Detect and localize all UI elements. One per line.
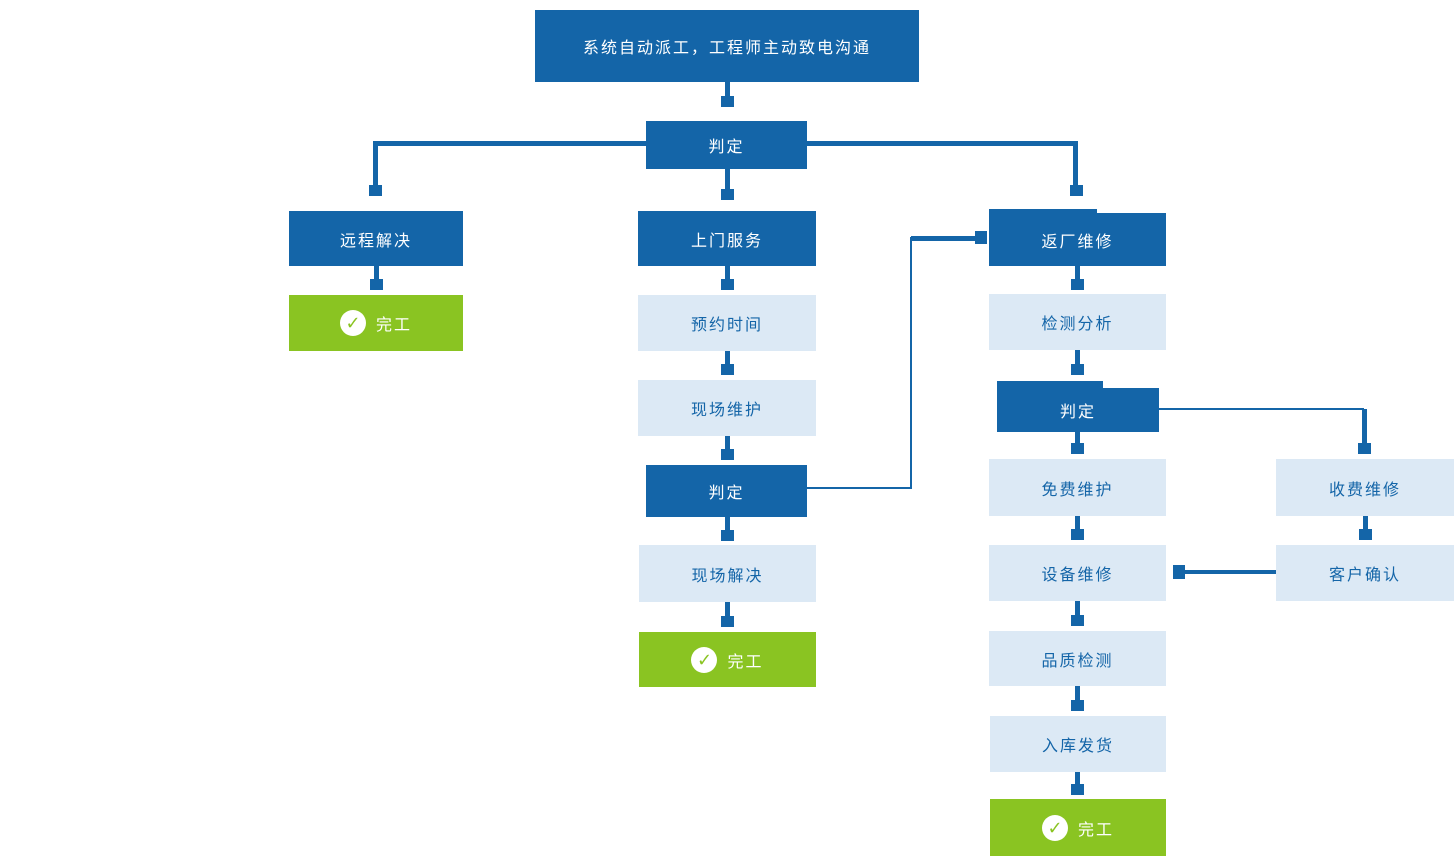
node-factory-repair: 返厂维修 — [989, 209, 1166, 266]
connector-customerconfirm-devicerepair-h — [1185, 570, 1276, 574]
connector-factoryjudge-paidrepair-v — [1362, 409, 1367, 443]
connector-factoryjudge-paidrepair-thin-h — [1159, 408, 1364, 410]
connector-factory-analyze — [1071, 266, 1084, 290]
node-judge-top: 判定 — [646, 121, 807, 169]
connector-judge-factory-nub — [1070, 185, 1083, 196]
done-label: 完工 — [375, 317, 412, 334]
node-done-factory: ✓ 完工 — [990, 799, 1166, 856]
connector-schedule-fieldmaintain — [720, 351, 734, 375]
node-customer-confirm: 客户确认 — [1276, 545, 1454, 601]
connector-judge-remote-h — [373, 141, 647, 146]
connector-fieldmaintain-judge — [720, 436, 734, 460]
node-field-solve: 现场解决 — [639, 545, 816, 602]
node-field-maintain: 现场维护 — [638, 380, 816, 436]
connector-judge-factory-h — [807, 141, 1078, 146]
connector-onsitejudge-factory-thin-h — [807, 487, 912, 489]
done-label: 完工 — [1077, 821, 1114, 839]
connector-devicerepair-qualitycheck — [1071, 601, 1084, 626]
node-judge-factory: 判定 — [997, 381, 1159, 432]
connector-judge-remote-nub — [369, 185, 382, 196]
check-circle-icon: ✓ — [1041, 814, 1068, 841]
connector-customerconfirm-devicerepair-nub — [1173, 565, 1185, 579]
connector-onsitejudge-factory-h — [911, 236, 975, 241]
connector-analyze-judge — [1071, 350, 1084, 375]
node-paid-repair: 收费维修 — [1276, 459, 1454, 516]
node-schedule-time: 预约时间 — [638, 295, 816, 351]
node-judge-onsite: 判定 — [646, 465, 807, 517]
connector-remote-done — [369, 266, 383, 290]
connector-onsitejudge-factory-nub — [975, 231, 987, 244]
connector-onsitejudge-factory-thin-v — [910, 237, 912, 489]
connector-judge-freemaintain — [1071, 432, 1084, 454]
node-device-repair: 设备维修 — [989, 545, 1166, 601]
node-free-maintain: 免费维护 — [989, 459, 1166, 516]
connector-judge-fieldsolve — [720, 517, 734, 541]
connector-freemaintain-devicerepair — [1071, 516, 1084, 540]
connector-judge-factory-v — [1073, 141, 1078, 185]
connector-stockship-done — [1071, 772, 1084, 795]
connector-judge-remote-v — [373, 141, 378, 185]
connector-factoryjudge-paidrepair-nub — [1358, 443, 1371, 454]
node-dispatch: 系统自动派工，工程师主动致电沟通 — [535, 10, 919, 82]
connector-paidrepair-customerconfirm — [1358, 516, 1372, 540]
node-done-onsite: ✓ 完工 — [639, 632, 816, 687]
node-quality-check: 品质检测 — [989, 631, 1166, 686]
node-analyze: 检测分析 — [989, 294, 1166, 350]
node-done-remote: ✓ 完工 — [289, 295, 463, 351]
connector-dispatch-judge — [720, 82, 734, 107]
connector-onsite-schedule — [720, 266, 734, 290]
node-onsite-service: 上门服务 — [638, 211, 816, 266]
check-circle-icon: ✓ — [339, 310, 366, 336]
connector-fieldsolve-done — [720, 602, 734, 627]
connector-judge-onsite-service — [720, 169, 734, 200]
node-stock-ship: 入库发货 — [990, 716, 1166, 772]
node-remote-solution: 远程解决 — [289, 211, 463, 266]
connector-qualitycheck-stockship — [1071, 686, 1084, 711]
check-circle-icon: ✓ — [691, 646, 718, 673]
done-label: 完工 — [727, 653, 764, 671]
